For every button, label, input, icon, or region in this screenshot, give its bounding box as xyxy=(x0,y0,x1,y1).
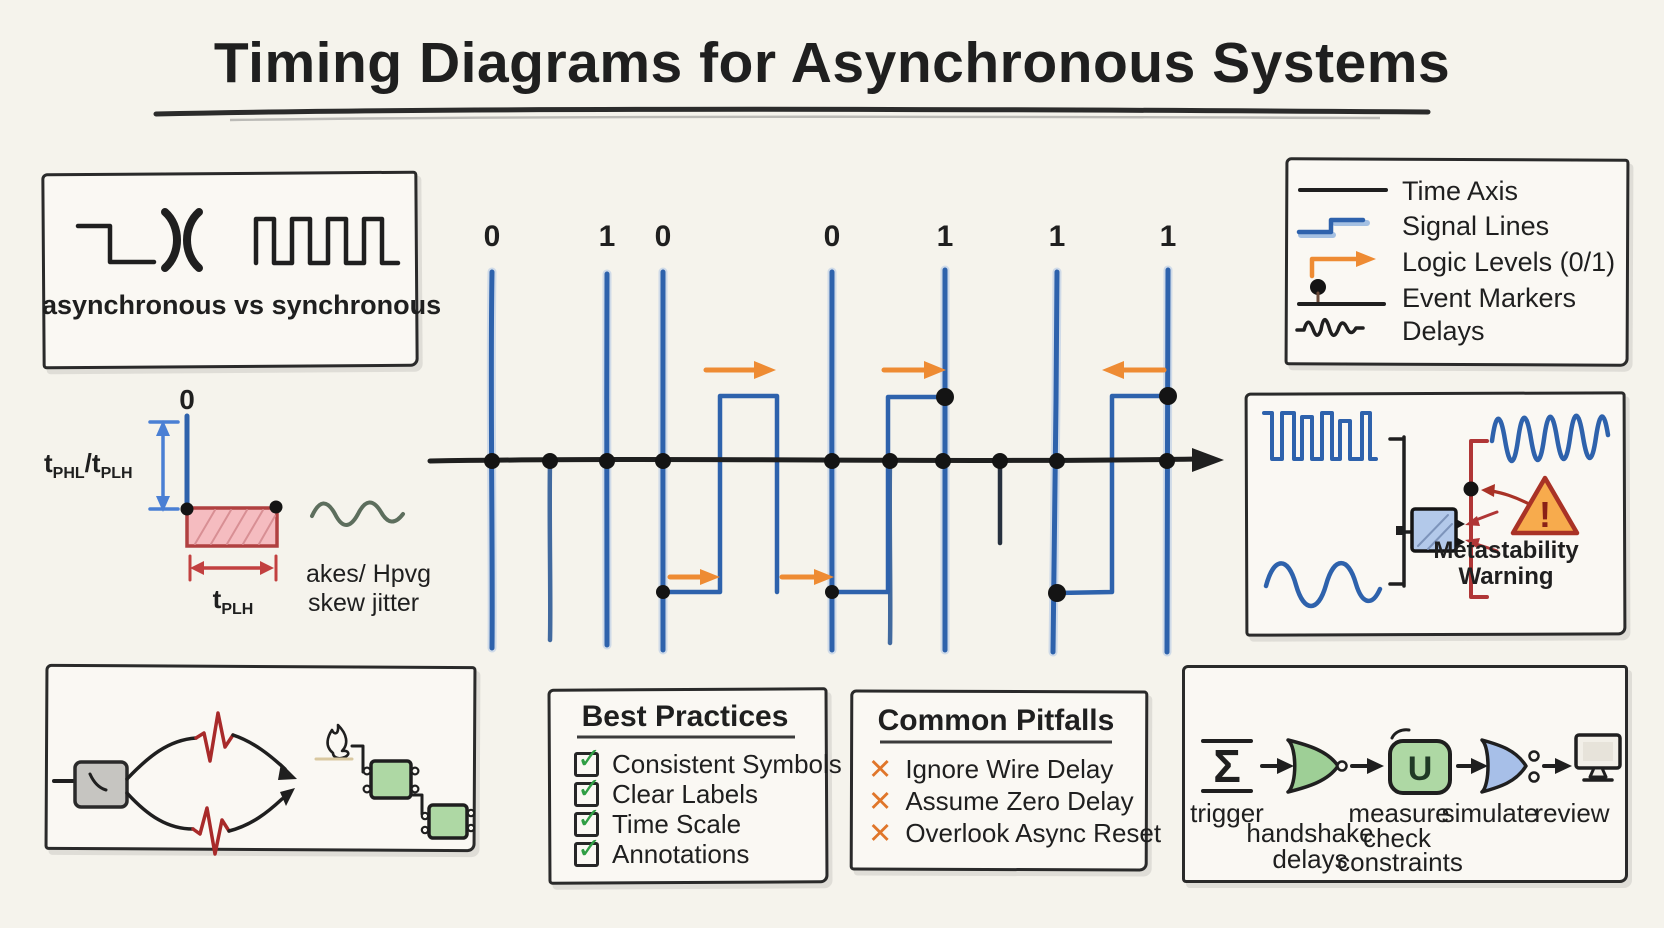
pulse-width-region xyxy=(185,506,279,548)
best-practice-label: Time Scale xyxy=(612,809,742,839)
best-practice-label: Consistent Symbols xyxy=(612,749,842,779)
legend-label-time-axis: Time Axis xyxy=(1402,176,1519,206)
check-glyph: ✓ xyxy=(577,743,602,775)
metastability-warning-line1: Metastability xyxy=(1433,537,1579,564)
time-axis-arrowhead xyxy=(1192,448,1224,472)
best-practice-item: ✓ Consistent Symbols xyxy=(574,743,842,780)
page-title: Timing Diagrams for Asynchronous Systems xyxy=(213,31,1451,95)
bit-label: 1 xyxy=(598,220,616,253)
workflow-label-delays: delays xyxy=(1272,844,1348,874)
t-subscript: PLH xyxy=(100,465,133,483)
check-glyph: ✓ xyxy=(577,833,602,865)
pitfall-item: ✕ Ignore Wire Delay xyxy=(868,752,1113,787)
event-marker-dots xyxy=(484,387,1177,602)
checkbox-icon: ✓ xyxy=(574,773,601,807)
jitter-note-line1: akes/ Hpvg xyxy=(306,560,432,588)
signal-step-traces xyxy=(660,393,1171,596)
signal-drop-line xyxy=(887,458,893,646)
best-practice-item: ✓ Annotations xyxy=(574,833,750,870)
workflow-label-handshake: handshake xyxy=(1246,818,1374,848)
x-mark-icon: ✕ xyxy=(868,786,893,818)
async-vs-sync-panel xyxy=(41,170,419,370)
best-practices-title: Best Practices xyxy=(581,700,789,733)
t-symbol: t xyxy=(212,584,222,614)
workflow-label-measure: measure xyxy=(1348,798,1450,828)
jitter-sine-icon xyxy=(310,500,405,527)
legend-label-event-markers: Event Markers xyxy=(1402,283,1577,313)
t-subscript: PHL xyxy=(52,465,85,483)
bit-label: 1 xyxy=(936,220,954,253)
pulse-width-label: tPLH xyxy=(213,584,254,619)
check-glyph: ✓ xyxy=(577,773,602,805)
workflow-label-review: review xyxy=(1534,798,1610,828)
t-symbol: /t xyxy=(84,448,101,478)
checkbox-icon: ✓ xyxy=(574,803,601,837)
workflow-label-trigger: trigger xyxy=(1190,798,1264,828)
check-glyph: ✓ xyxy=(577,803,602,835)
x-mark-icon: ✕ xyxy=(868,818,893,850)
bit-label: 1 xyxy=(1159,220,1177,253)
best-practice-label: Annotations xyxy=(612,839,750,869)
best-practice-item: ✓ Clear Labels xyxy=(574,773,758,810)
common-pitfalls-title: Common Pitfalls xyxy=(877,704,1115,737)
best-practice-item: ✓ Time Scale xyxy=(574,803,742,840)
annotation-bit-label: 0 xyxy=(179,384,195,415)
pitfall-label: Ignore Wire Delay xyxy=(905,754,1114,784)
rise-fall-time-label: tPHL/tPLH xyxy=(44,448,133,483)
pitfall-label: Assume Zero Delay xyxy=(905,786,1134,816)
best-practice-label: Clear Labels xyxy=(612,779,758,809)
workflow-label-check: check xyxy=(1363,823,1431,853)
t-subscript: PLH xyxy=(221,601,254,619)
bit-label: 1 xyxy=(1048,220,1066,253)
bit-label: 0 xyxy=(483,220,501,253)
signal-drop-line xyxy=(547,458,553,643)
logic-transition-arrows xyxy=(667,361,1167,585)
title-underline xyxy=(153,106,1431,122)
t-symbol: t xyxy=(44,448,53,478)
signal-spike-glow xyxy=(491,270,1168,652)
legend-label-signal-lines: Signal Lines xyxy=(1402,211,1550,241)
time-axis-line xyxy=(427,456,1201,464)
signal-spikes xyxy=(491,270,1168,652)
pitfall-item: ✕ Overlook Async Reset xyxy=(868,816,1161,851)
bit-label: 0 xyxy=(823,220,841,253)
legend-label-delays: Delays xyxy=(1402,316,1485,346)
glitch-paths-panel xyxy=(44,663,477,853)
metastability-panel xyxy=(1244,391,1627,637)
checkbox-icon: ✓ xyxy=(574,833,601,867)
legend-label-logic-levels: Logic Levels (0/1) xyxy=(1402,247,1616,277)
pitfall-item: ✕ Assume Zero Delay xyxy=(868,784,1134,819)
pitfall-label: Overlook Async Reset xyxy=(905,818,1162,848)
workflow-label-constraints: constraints xyxy=(1337,847,1463,877)
workflow-label-simulate: simulate xyxy=(1441,798,1539,828)
bit-label: 0 xyxy=(654,220,672,253)
comparison-label: asynchronous vs synchronous xyxy=(42,290,442,320)
checkbox-icon: ✓ xyxy=(574,743,601,777)
main-timing-diagram xyxy=(427,270,1224,652)
x-mark-icon: ✕ xyxy=(868,754,893,786)
jitter-note-line2: skew jitter xyxy=(308,589,420,617)
propagation-annotation-sketch xyxy=(148,413,405,582)
metastability-warning-line2: Warning xyxy=(1458,563,1554,590)
